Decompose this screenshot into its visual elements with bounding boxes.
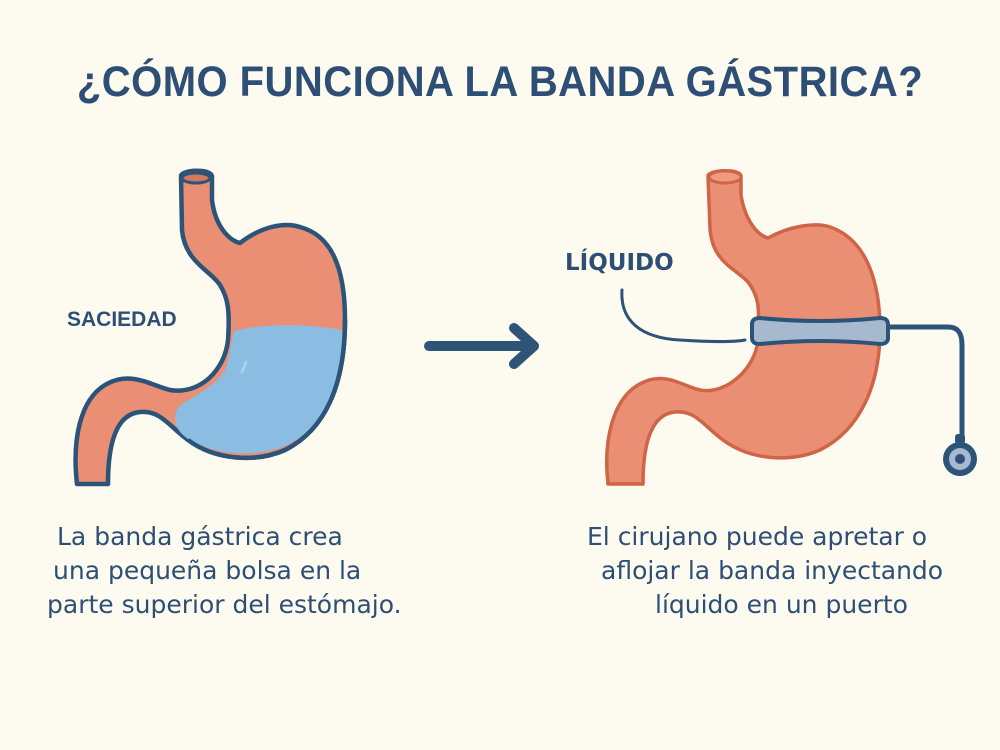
saciedad-label: SACIEDAD (67, 308, 177, 331)
liquid-leader-line (620, 288, 747, 343)
right-arrow-icon (424, 323, 539, 369)
liquid-highlight (240, 360, 248, 374)
injection-port-icon (943, 434, 977, 476)
caption-line: El cirujano puede apretar o (587, 522, 928, 551)
caption-line: La banda gástrica crea (57, 522, 343, 551)
left-caption: La banda gástrica crea una pequeña bolsa… (45, 520, 402, 622)
caption-line: líquido en un puerto (655, 590, 908, 619)
right-caption: El cirujano puede apretar o aflojar la b… (587, 520, 943, 622)
stomach-right-body (605, 169, 882, 486)
stomach-after-illustration (605, 169, 977, 486)
stomach-before-illustration (73, 168, 348, 487)
page-title: ¿CÓMO FUNCIONA LA BANDA GÁSTRICA? (76, 58, 924, 106)
liquid-fill (174, 325, 343, 454)
port-tube (882, 324, 965, 440)
caption-line: parte superior del estómajo. (47, 590, 402, 619)
caption-line: aflojar la banda inyectando (601, 556, 944, 585)
esophagus-opening (707, 169, 743, 185)
gastric-band (750, 316, 890, 346)
liquido-label: LÍQUIDO (565, 250, 674, 276)
esophagus-opening (180, 171, 212, 185)
caption-line: una pequeña bolsa en la (53, 556, 362, 585)
